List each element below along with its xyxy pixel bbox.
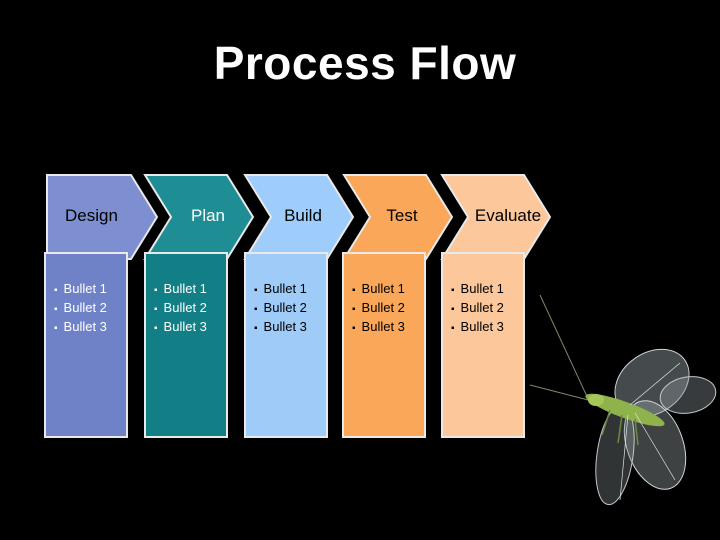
step-label: Design [65, 206, 118, 225]
bullet-item: Bullet 3 [254, 318, 307, 337]
step-card-build: Bullet 1 Bullet 2 Bullet 3 [244, 252, 328, 438]
bullet-item: Bullet 3 [54, 318, 107, 337]
bullet-item: Bullet 1 [54, 280, 107, 299]
bullet-item: Bullet 1 [451, 280, 504, 299]
bullet-item: Bullet 1 [254, 280, 307, 299]
step-card-design: Bullet 1 Bullet 2 Bullet 3 [44, 252, 128, 438]
chevron-step-evaluate: Evaluate [440, 173, 552, 261]
step-label: Plan [190, 206, 226, 225]
step-label: Build [284, 206, 322, 225]
slide-title: Process Flow [213, 37, 517, 89]
step-card-evaluate: Bullet 1 Bullet 2 Bullet 3 [441, 252, 525, 438]
chevron-shape [342, 174, 454, 260]
chevron-step-build: Build [243, 173, 355, 261]
lacewing-insect-image [529, 294, 717, 506]
chevron-shape [46, 174, 159, 260]
bullet-item: Bullet 2 [54, 299, 107, 318]
step-label: Test [386, 206, 418, 225]
bullet-item: Bullet 1 [154, 280, 207, 299]
bullet-list: Bullet 1 Bullet 2 Bullet 3 [451, 280, 504, 337]
step-card-test: Bullet 1 Bullet 2 Bullet 3 [342, 252, 426, 438]
chevron-step-plan: Plan [143, 173, 255, 261]
bullet-item: Bullet 2 [254, 299, 307, 318]
bullet-item: Bullet 1 [352, 280, 405, 299]
bullet-list: Bullet 1 Bullet 2 Bullet 3 [54, 280, 107, 337]
bullet-item: Bullet 3 [154, 318, 207, 337]
step-label: Evaluate [474, 206, 542, 225]
bullet-list: Bullet 1 Bullet 2 Bullet 3 [254, 280, 307, 337]
bullet-item: Bullet 2 [352, 299, 405, 318]
chevron-step-test: Test [342, 173, 454, 261]
bullet-item: Bullet 3 [451, 318, 504, 337]
chevron-step-design: Design [45, 173, 160, 261]
bullet-list: Bullet 1 Bullet 2 Bullet 3 [352, 280, 405, 337]
bullet-item: Bullet 2 [154, 299, 207, 318]
bullet-item: Bullet 2 [451, 299, 504, 318]
bullet-list: Bullet 1 Bullet 2 Bullet 3 [154, 280, 207, 337]
step-card-plan: Bullet 1 Bullet 2 Bullet 3 [144, 252, 228, 438]
bullet-item: Bullet 3 [352, 318, 405, 337]
